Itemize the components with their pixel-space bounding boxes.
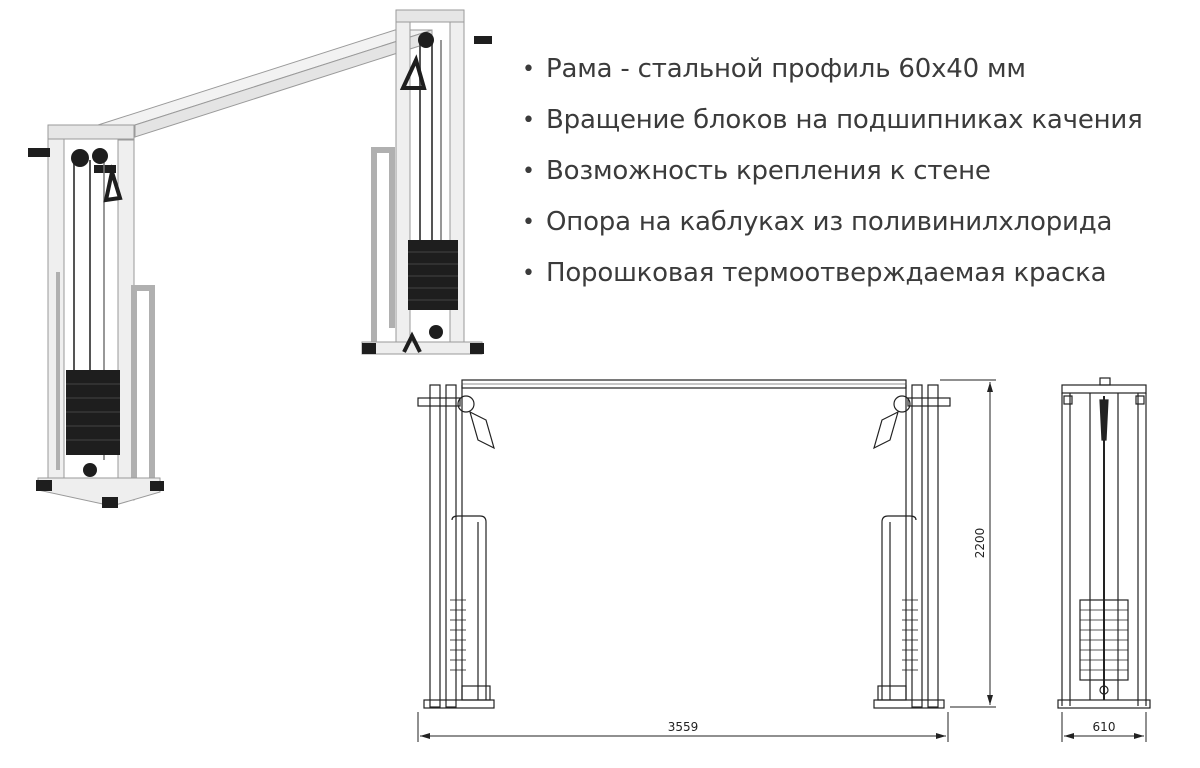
bullet-icon: • (522, 57, 535, 82)
feature-list: • Рама - стальной профиль 60х40 мм • Вра… (522, 44, 1143, 299)
feature-text: Возможность крепления к стене (546, 156, 991, 186)
pulley-icon (92, 148, 108, 164)
pulley-icon (71, 149, 89, 167)
feature-text: Рама - стальной профиль 60х40 мм (546, 54, 1026, 84)
bullet-icon: • (522, 210, 535, 235)
feature-item: • Рама - стальной профиль 60х40 мм (522, 44, 1143, 95)
side-view-drawing (1057, 377, 1151, 709)
height-dimension (940, 379, 996, 708)
bullet-icon: • (522, 261, 535, 286)
feature-item: • Порошковая термоотверждаемая краска (522, 248, 1143, 299)
front-view-drawing (417, 379, 951, 709)
height-dimension-label: 2200 (973, 528, 987, 559)
width-dimension (417, 712, 949, 742)
feature-item: • Возможность крепления к стене (522, 146, 1143, 197)
bullet-icon: • (522, 108, 535, 133)
bullet-icon: • (522, 159, 535, 184)
right-tower (361, 9, 492, 355)
top-crossbar (97, 29, 433, 138)
feature-text: Опора на каблуках из поливинилхлорида (546, 207, 1113, 237)
pulley-icon (457, 395, 475, 413)
left-tower (28, 124, 164, 508)
feature-text: Порошковая термоотверждаемая краска (546, 258, 1107, 288)
depth-dimension (1061, 712, 1147, 742)
machine-3d-render (28, 9, 492, 508)
feature-text: Вращение блоков на подшипниках качения (546, 105, 1143, 135)
feature-item: • Вращение блоков на подшипниках качения (522, 95, 1143, 146)
width-dimension-label: 3559 (668, 720, 699, 734)
pulley-icon (893, 395, 911, 413)
feature-item: • Опора на каблуках из поливинилхлорида (522, 197, 1143, 248)
depth-dimension-label: 610 (1093, 720, 1116, 734)
pulley-icon (418, 32, 434, 48)
